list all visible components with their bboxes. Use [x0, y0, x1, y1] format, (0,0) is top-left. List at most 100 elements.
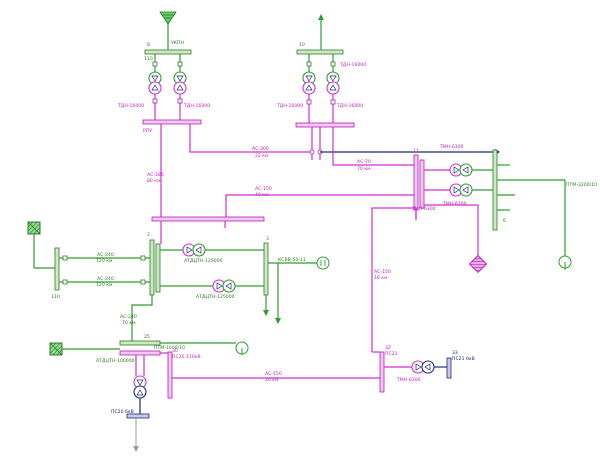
switch-ac240-b-left[interactable] — [62, 279, 68, 285]
label-ptm1000: ПТМ-1000/10 — [154, 345, 185, 351]
label-ptm3200: ПТМ-3200/10 — [566, 182, 597, 188]
bus-left[interactable] — [54, 247, 60, 291]
switch-t3-hv[interactable] — [306, 61, 312, 67]
label-ac240-b: АС-240 — [97, 276, 114, 282]
transformer-t3[interactable] — [302, 71, 316, 95]
bus-33[interactable] — [446, 357, 452, 379]
label-ac150-b-len: 16 км — [374, 275, 388, 281]
bus-3[interactable] — [263, 242, 269, 296]
label-atdtn-b: АТДЦТН-125000 — [196, 294, 235, 300]
autotransformer-at3[interactable] — [133, 375, 147, 399]
label-tdn16000-d: ТДН-16000 — [336, 103, 363, 109]
label-tdn10000: ТДН-10000 — [276, 103, 303, 109]
transformer-t4[interactable] — [326, 71, 340, 95]
label-ac70: АС-70 — [357, 159, 371, 165]
label-110a: 110 — [144, 56, 153, 62]
label-tmn6300-ps21: ТМН-6300 — [396, 377, 421, 383]
bus-11[interactable] — [413, 154, 419, 211]
label-v6: 6 — [503, 218, 506, 224]
bus-32[interactable] — [379, 351, 385, 393]
bus-30[interactable] — [167, 351, 173, 399]
label-ac240-c: АС-240 — [120, 314, 137, 320]
node-11: 11 — [413, 148, 419, 154]
bus-25[interactable] — [119, 340, 161, 346]
transformer-t2[interactable] — [173, 71, 187, 95]
bus-2b[interactable] — [155, 243, 161, 293]
switch-t4-lv[interactable] — [330, 99, 336, 105]
label-ac240-a-len: 120 км — [96, 258, 113, 264]
load-node-11[interactable] — [468, 254, 488, 274]
label-ac150-c: АС-150 — [265, 371, 282, 377]
source-system-top — [159, 11, 177, 25]
switch-t4-hv[interactable] — [330, 61, 336, 67]
bus-10[interactable] — [296, 49, 344, 55]
label-ps20-6kv: ПС20 6кВ — [111, 409, 134, 415]
load-ptm1000[interactable] — [235, 341, 249, 355]
label-tdn16000-c: ТДН-16000 — [339, 62, 366, 68]
line-ac150-a[interactable] — [225, 194, 415, 218]
node-8: 8 — [147, 42, 150, 48]
switch-t1-hv[interactable] — [152, 61, 158, 67]
label-ac150-b: АС-150 — [374, 269, 391, 275]
switch-ac240-a-left[interactable] — [62, 255, 68, 261]
line-ac300[interactable] — [189, 124, 312, 153]
label-ac185: АС-185 — [147, 172, 164, 178]
line-ac70[interactable] — [332, 127, 415, 166]
switch-ac240-a-right[interactable] — [140, 255, 146, 261]
switch-t2-lv[interactable] — [177, 98, 183, 104]
autotransformer-at2[interactable] — [212, 279, 236, 293]
transformer-tmn1[interactable] — [449, 163, 473, 177]
bus-8[interactable] — [144, 49, 192, 55]
bus-8-lv[interactable] — [142, 119, 202, 125]
transformer-t1[interactable] — [148, 71, 162, 95]
switch-t3-lv[interactable] — [306, 99, 312, 105]
label-ac300-len: 22 км — [255, 153, 269, 159]
line-ac150-b[interactable] — [371, 207, 417, 352]
node-25: 25 — [144, 334, 150, 340]
bus-10-lv[interactable] — [295, 122, 355, 128]
node-32: 32 — [385, 345, 391, 351]
arrow-top-incoming — [318, 14, 324, 20]
transformer-tmn2[interactable] — [449, 183, 473, 197]
label-atdtn-a: АТДЦТН-125000 — [184, 258, 223, 264]
label-ac150-a: АС-150 — [255, 186, 272, 192]
arrow-ps20-out — [133, 446, 139, 452]
node-10: 10 — [299, 42, 305, 48]
label-tmn6300-bot: ТМН-6300 — [411, 206, 436, 212]
bus-ps20-6kv[interactable] — [126, 413, 150, 419]
bus-2[interactable] — [149, 239, 155, 296]
bus-110-central[interactable] — [151, 216, 265, 222]
line-ac240-c[interactable] — [131, 295, 153, 342]
arrow-bus3-down-2 — [275, 318, 281, 324]
load-ptm3200[interactable] — [558, 255, 572, 270]
load-synchronous-compensator[interactable] — [316, 256, 330, 270]
label-uzhn: УКПН — [171, 40, 184, 46]
switch-t1-lv[interactable] — [152, 98, 158, 104]
bus-25b[interactable] — [119, 350, 161, 356]
transformer-tmn3[interactable] — [411, 360, 435, 374]
switch-t2-hv[interactable] — [177, 61, 183, 67]
bus-11-lv[interactable] — [492, 149, 498, 231]
label-ac150-a-len: 40 км — [255, 192, 269, 198]
bus-11b[interactable] — [419, 159, 425, 209]
label-ac185-len: 80 км — [147, 178, 161, 184]
line-to-load-11 — [424, 204, 479, 258]
label-ac300: АС-300 — [252, 146, 269, 152]
label-110b: 110 — [51, 294, 60, 300]
switch-ac240-b-right[interactable] — [140, 279, 146, 285]
label-ac240-b-len: 120 км — [96, 282, 113, 288]
node-33: 33 — [452, 350, 458, 356]
label-rpu: РПУ — [143, 128, 152, 134]
label-ps21-6kv: ПС21 6кВ — [452, 356, 475, 362]
label-tmn6300-top: ТМН-6300 — [439, 144, 464, 150]
label-tdn16000-a: ТДН-16000 — [117, 103, 144, 109]
switch-ac300-end[interactable] — [309, 149, 315, 155]
label-ac150-c-len: 20 км — [265, 377, 279, 383]
node-3: 3 — [266, 236, 269, 242]
label-ac240-c-len: 70 км — [122, 320, 136, 326]
label-ps20-110: ПС20 110кВ — [172, 354, 201, 360]
autotransformer-at1[interactable] — [182, 243, 206, 257]
label-atdtn-c: АТДЦТН-100000 — [96, 358, 135, 364]
label-ps21: ПС21 — [385, 351, 398, 357]
